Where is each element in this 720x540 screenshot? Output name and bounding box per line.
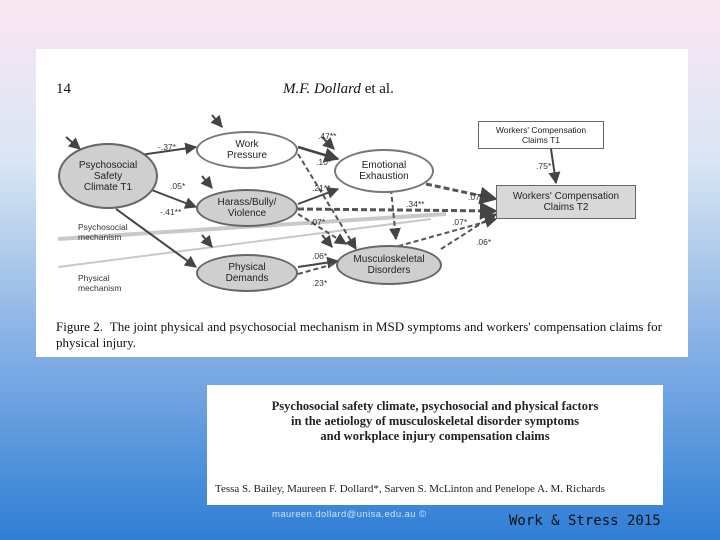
footer-journal: Work & Stress 2015 bbox=[509, 513, 661, 529]
paper-title: Psychosocial safety climate, psychosocia… bbox=[271, 399, 599, 443]
paper-panel: Psychosocial safety climate, psychosocia… bbox=[207, 385, 663, 505]
node-emotional-exhaustion: Emotional Exhaustion bbox=[334, 149, 434, 193]
path-ee-wc2 bbox=[425, 182, 498, 205]
footer-email: maureen.dollard@unisa.edu.au © bbox=[272, 509, 427, 520]
paper-authors: Tessa S. Bailey, Maureen F. Dollard*, Sa… bbox=[215, 483, 605, 495]
node-psc: Psychosocial Safety Climate T1 bbox=[58, 143, 158, 209]
coef-psc-pd: -.41** bbox=[160, 207, 182, 217]
caption-text: The joint physical and psychosocial mech… bbox=[56, 319, 663, 350]
input-arrow-hb bbox=[200, 175, 213, 189]
caption-label: Figure 2. bbox=[56, 319, 104, 334]
path-wp-ee bbox=[297, 145, 340, 163]
node-physical-demands: Physical Demands bbox=[196, 254, 298, 292]
running-head-author: M.F. Dollard bbox=[283, 81, 361, 97]
path-pd-wc2 bbox=[297, 216, 498, 275]
path-wc1-wc2 bbox=[548, 148, 561, 185]
path-hb-wc2 bbox=[297, 201, 498, 220]
coef-ee-wc2: .34** bbox=[406, 199, 425, 209]
coef-msd-wc2-b: .06* bbox=[476, 237, 492, 247]
node-wc-t1: Workers' Compensation Claims T1 bbox=[478, 121, 604, 149]
mechanism-divider-line-2 bbox=[57, 218, 432, 268]
input-arrow-pd bbox=[200, 234, 213, 248]
node-wc-t2: Workers' Compensation Claims T2 bbox=[496, 185, 636, 219]
running-head-suffix: et al. bbox=[360, 81, 394, 97]
coef-wp-msd: .10* bbox=[316, 157, 332, 167]
input-arrow-psc bbox=[65, 136, 81, 150]
coef-psc-hb: .05* bbox=[170, 181, 186, 191]
path-wp-msd bbox=[297, 153, 357, 251]
label-psychosocial-mechanism: Psychosocial mechanism bbox=[78, 222, 128, 242]
coef-wc1-wc2: .75* bbox=[536, 161, 552, 171]
coef-pd-msd: .06* bbox=[312, 251, 328, 261]
coef-hb-msd: .07* bbox=[310, 217, 326, 227]
path-hb-msd bbox=[297, 213, 348, 245]
path-psc-pd bbox=[115, 208, 197, 268]
coef-wp-ee: .47** bbox=[318, 131, 337, 141]
input-arrow-ee bbox=[321, 136, 335, 150]
coef-ee-msd: .07* bbox=[468, 192, 484, 202]
input-arrow-msd bbox=[320, 234, 333, 248]
figure-panel: 14 M.F. Dollard et al. Psychosocial Safe… bbox=[36, 49, 688, 357]
path-diagram bbox=[57, 114, 561, 275]
path-pd-msd bbox=[297, 256, 340, 269]
node-msd: Musculoskeletal Disorders bbox=[336, 245, 442, 285]
coef-psc-wp: -.37* bbox=[158, 142, 176, 152]
node-work-pressure: Work Pressure bbox=[196, 131, 298, 169]
path-hb-ee bbox=[297, 187, 340, 205]
label-physical-mechanism: Physical mechanism bbox=[78, 273, 122, 293]
coef-pd-wc2: .23* bbox=[312, 278, 328, 288]
path-msd-wc2 bbox=[440, 213, 498, 250]
node-harass: Harass/Bully/ Violence bbox=[196, 189, 298, 227]
path-ee-msd bbox=[388, 188, 401, 241]
page-number: 14 bbox=[56, 81, 71, 97]
coef-msd-wc2-a: .07* bbox=[452, 217, 468, 227]
running-head: M.F. Dollard et al. bbox=[283, 81, 394, 98]
coef-hb-ee: .21** bbox=[312, 183, 331, 193]
figure-caption: Figure 2. The joint physical and psychos… bbox=[56, 319, 662, 351]
input-arrow-wp bbox=[210, 114, 223, 128]
